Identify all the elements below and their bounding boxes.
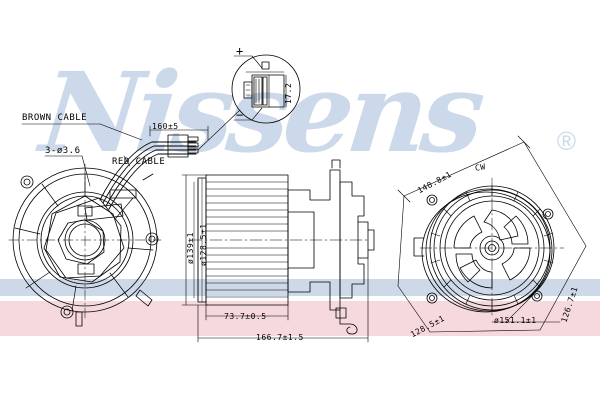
label-rotation-direction: CW [474,162,487,173]
view-blower-wheel [413,177,565,319]
label-red-cable: RED CABLE [112,157,166,167]
dim-cable-length-label: 160±5 [152,122,179,131]
background-band-white-gap [0,296,600,301]
cable-connector-plug [167,134,199,158]
dim-fan-outer-diameter: ø139±1 [186,232,195,264]
dim-overall-length: 166.7±1.5 [256,333,304,342]
background-band-pink [0,301,600,336]
label-terminal-positive: + [236,44,244,58]
dim-fan-inner-diameter: ø128.5±1 [199,223,208,266]
background-band-blue-upper [0,279,600,296]
label-brown-cable: BROWN CABLE [22,113,88,123]
view-fan-front [8,163,162,327]
dim-center-group [181,174,369,343]
dim-connector-height: 17.2 [284,82,293,104]
dim-right-group [397,135,587,333]
dim-housing-diameter: ø151.1±1 [494,316,537,325]
view-motor-section [189,159,375,335]
label-hole-spec: 3-ø3.6 [45,146,81,156]
detail-circle-terminal [197,54,301,151]
cable-bundle [99,141,197,210]
label-terminal-negative: − [236,108,244,122]
dim-fan-width: 73.7±0.5 [224,312,267,321]
dim-cable-length [149,125,209,141]
